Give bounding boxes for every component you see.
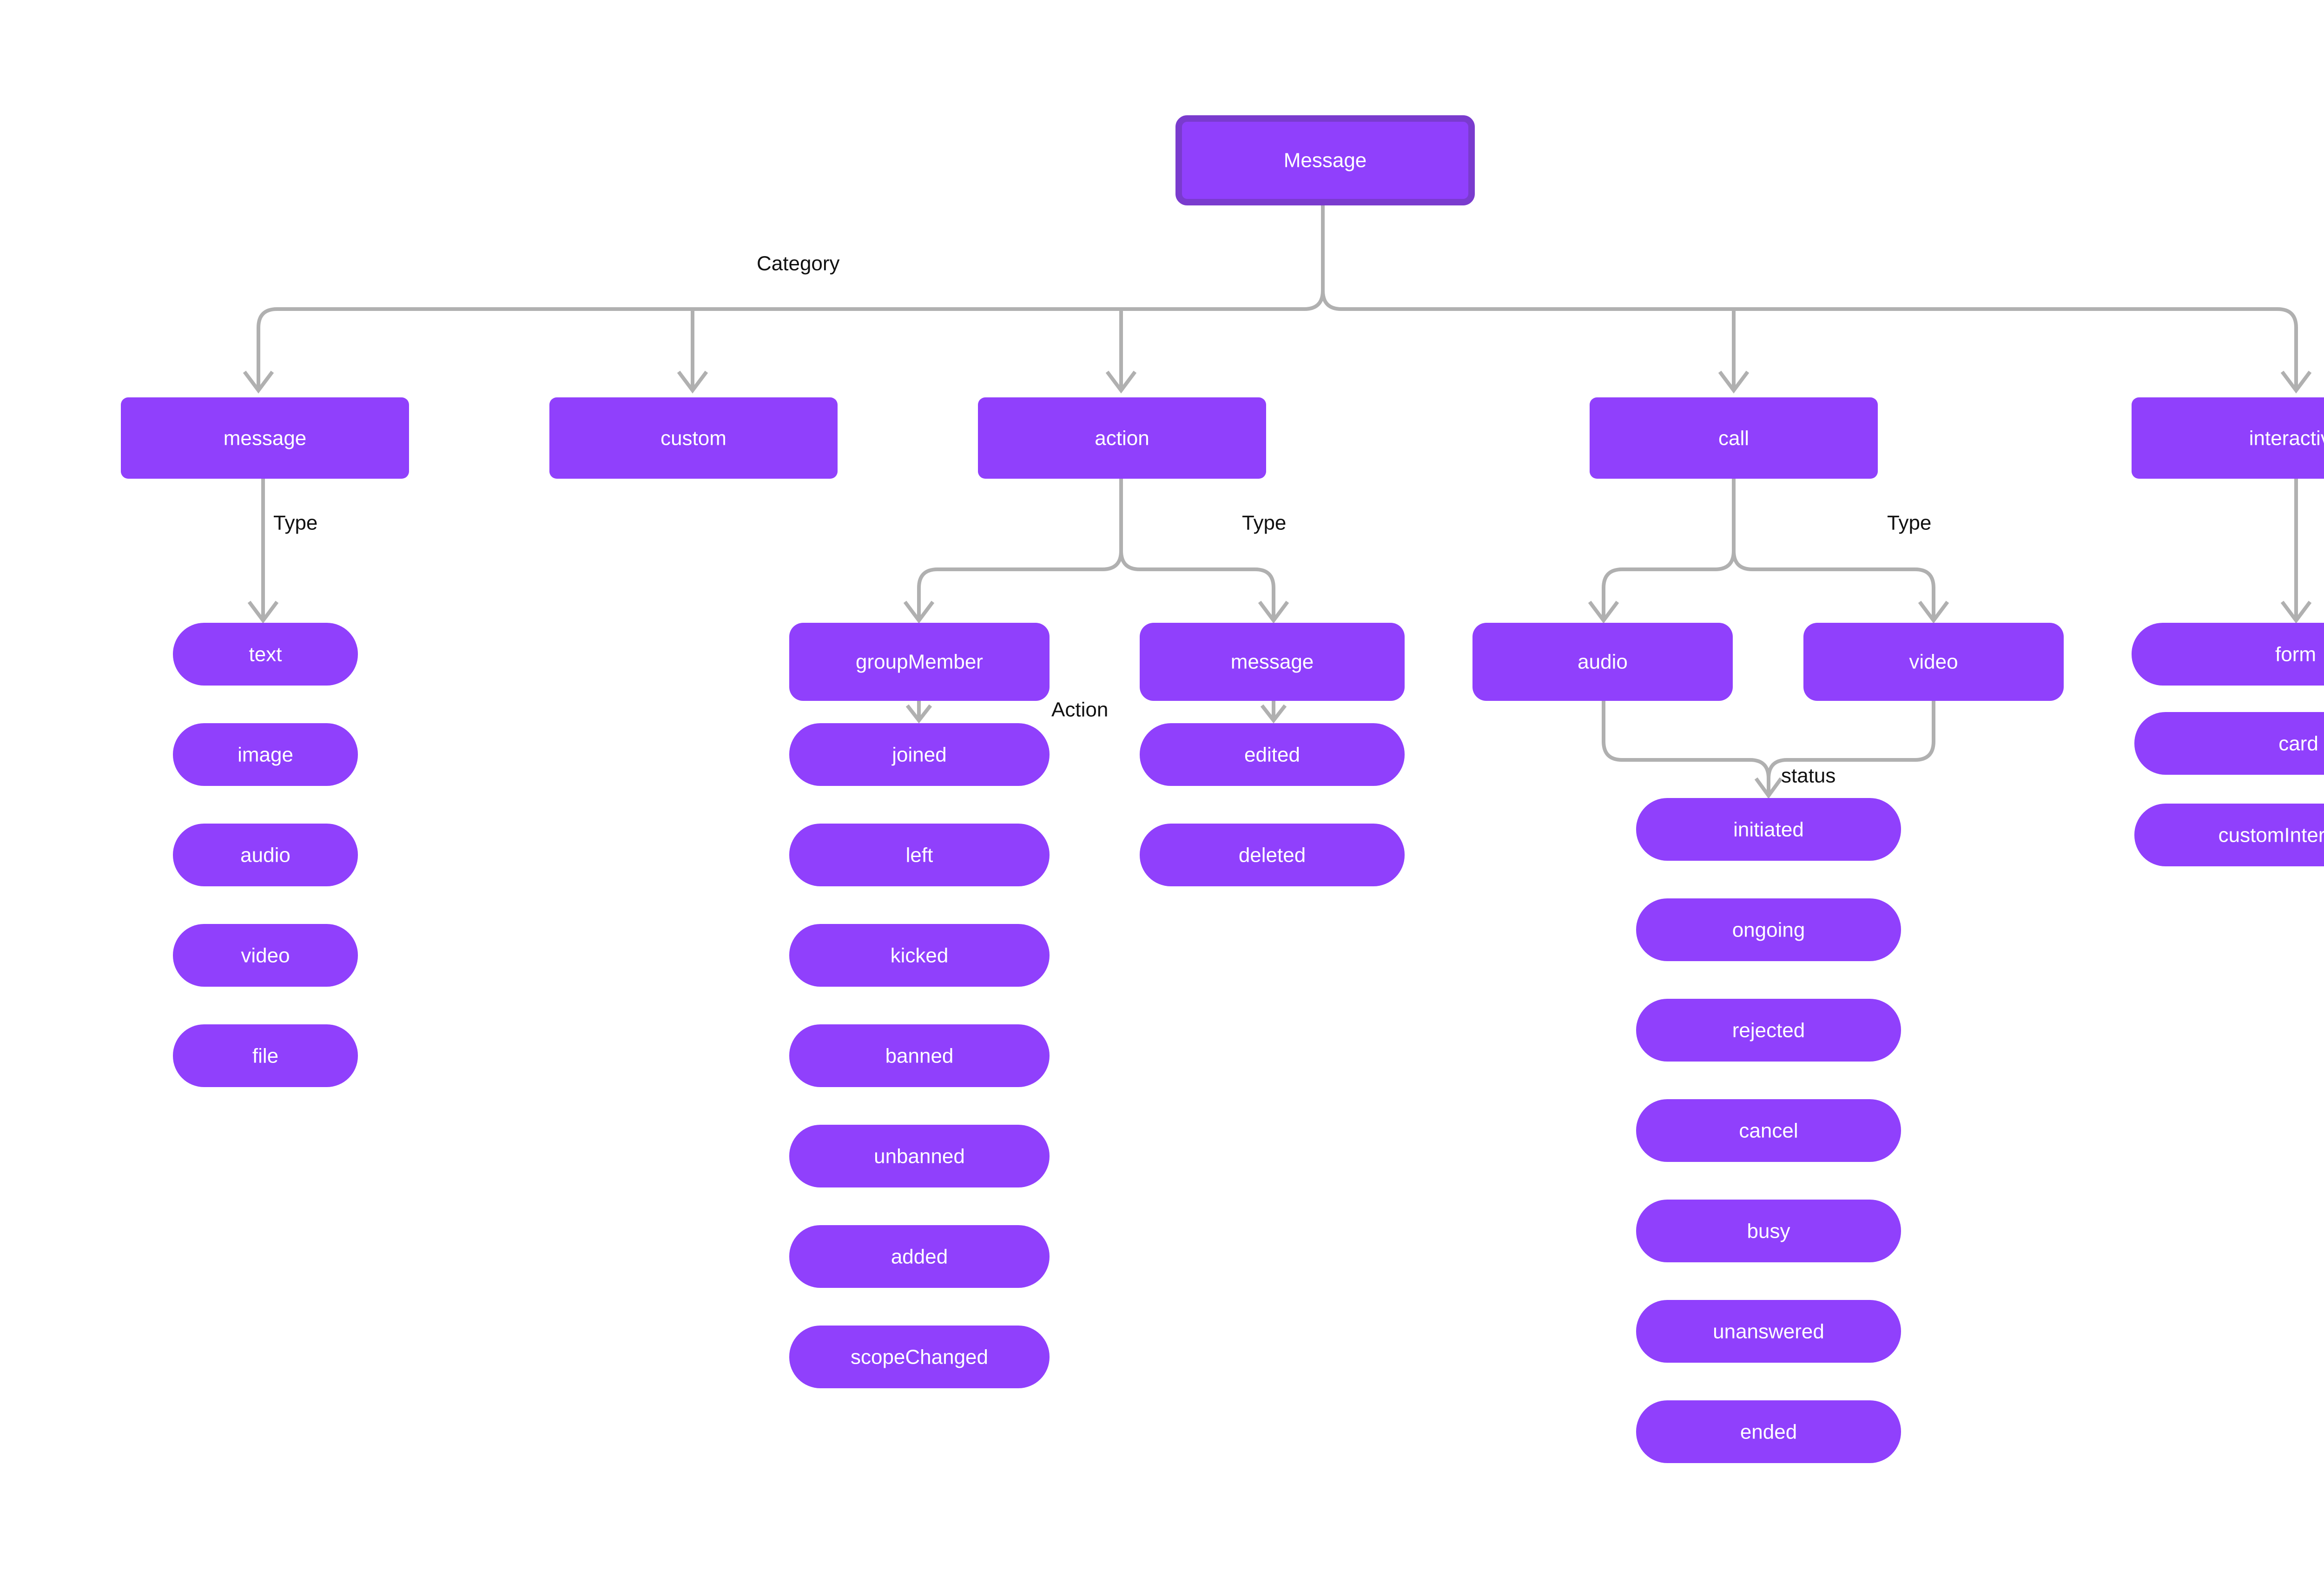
- node-call-status-unanswered-shape: [1636, 1300, 1901, 1363]
- edge-label-status: status: [1781, 765, 1835, 787]
- node-action-type-message-shape: [1140, 623, 1405, 701]
- node-message-type-audio-shape: [173, 824, 358, 886]
- edge-label-type-message: Type: [273, 512, 317, 534]
- node-call-status-rejected-shape: [1636, 999, 1901, 1062]
- edge-label-type-call: Type: [1887, 512, 1931, 534]
- edge-action-to-groupmember: [917, 550, 1123, 620]
- arrowhead-initiated: [1754, 777, 1783, 799]
- arrowhead-call-video: [1918, 600, 1949, 624]
- node-groupmember-action-scopechanged-shape: [789, 1326, 1050, 1388]
- node-category-message-shape: [121, 397, 409, 479]
- node-groupmember-action-added-shape: [789, 1225, 1050, 1288]
- node-category-action-shape: [978, 397, 1266, 479]
- node-call-status-initiated-shape: [1636, 798, 1901, 861]
- node-category-call-shape: [1590, 397, 1878, 479]
- edge-label-type-action: Type: [1242, 512, 1286, 534]
- node-call-status-ended-shape: [1636, 1400, 1901, 1463]
- arrowhead-custom: [677, 370, 708, 394]
- edge-audio-to-status: [1602, 699, 1770, 795]
- edge-action-to-message: [1119, 550, 1275, 620]
- arrowhead-edited: [1260, 704, 1287, 724]
- node-message-action-edited-shape: [1140, 723, 1405, 786]
- node-interactive-type-form-shape: [2132, 623, 2324, 686]
- node-category-custom-shape: [549, 397, 838, 479]
- arrowhead-groupmember: [903, 600, 935, 624]
- arrowhead-action-message: [1258, 600, 1289, 624]
- arrowhead-interactive: [2280, 370, 2312, 394]
- node-category-interactive-shape: [2132, 397, 2324, 479]
- edge-video-to-status: [1767, 699, 1935, 795]
- node-call-type-video-shape: [1803, 623, 2064, 701]
- node-groupmember-action-left-shape: [789, 824, 1050, 886]
- edge-call-to-video: [1732, 550, 1935, 620]
- node-groupmember-action-unbanned-shape: [789, 1125, 1050, 1187]
- node-call-status-ongoing-shape: [1636, 898, 1901, 961]
- node-groupmember-action-kicked-shape: [789, 924, 1050, 987]
- node-call-status-cancel-shape: [1636, 1099, 1901, 1162]
- arrowhead-call-audio: [1588, 600, 1619, 624]
- node-groupmember-action-joined-shape: [789, 723, 1050, 786]
- node-call-type-audio-shape: [1472, 623, 1733, 701]
- node-action-type-groupmember-shape: [789, 623, 1050, 701]
- edge-call-to-audio: [1602, 550, 1736, 620]
- node-interactive-type-card-shape: [2134, 712, 2324, 775]
- edge-category-trunk: [257, 290, 1325, 390]
- edge-label-category: Category: [757, 252, 840, 275]
- node-groupmember-action-banned-shape: [789, 1024, 1050, 1087]
- node-message-type-image-shape: [173, 723, 358, 786]
- arrowhead-call: [1718, 370, 1750, 394]
- node-message-type-file-shape: [173, 1024, 358, 1087]
- arrowhead-text: [247, 600, 279, 624]
- arrowhead-action: [1105, 370, 1137, 394]
- node-root-shape: [1175, 115, 1475, 205]
- node-call-status-busy-shape: [1636, 1200, 1901, 1262]
- arrowhead-message: [243, 370, 274, 394]
- node-message-type-video-shape: [173, 924, 358, 987]
- edge-label-action: Action: [1051, 699, 1108, 721]
- node-interactive-type-custominteractive-shape: [2134, 804, 2324, 866]
- arrowhead-form: [2280, 600, 2312, 624]
- node-message-action-deleted-shape: [1140, 824, 1405, 886]
- edge-category-right-trunk: [1321, 290, 2298, 390]
- node-message-type-text-shape: [173, 623, 358, 686]
- arrowhead-joined: [905, 704, 932, 724]
